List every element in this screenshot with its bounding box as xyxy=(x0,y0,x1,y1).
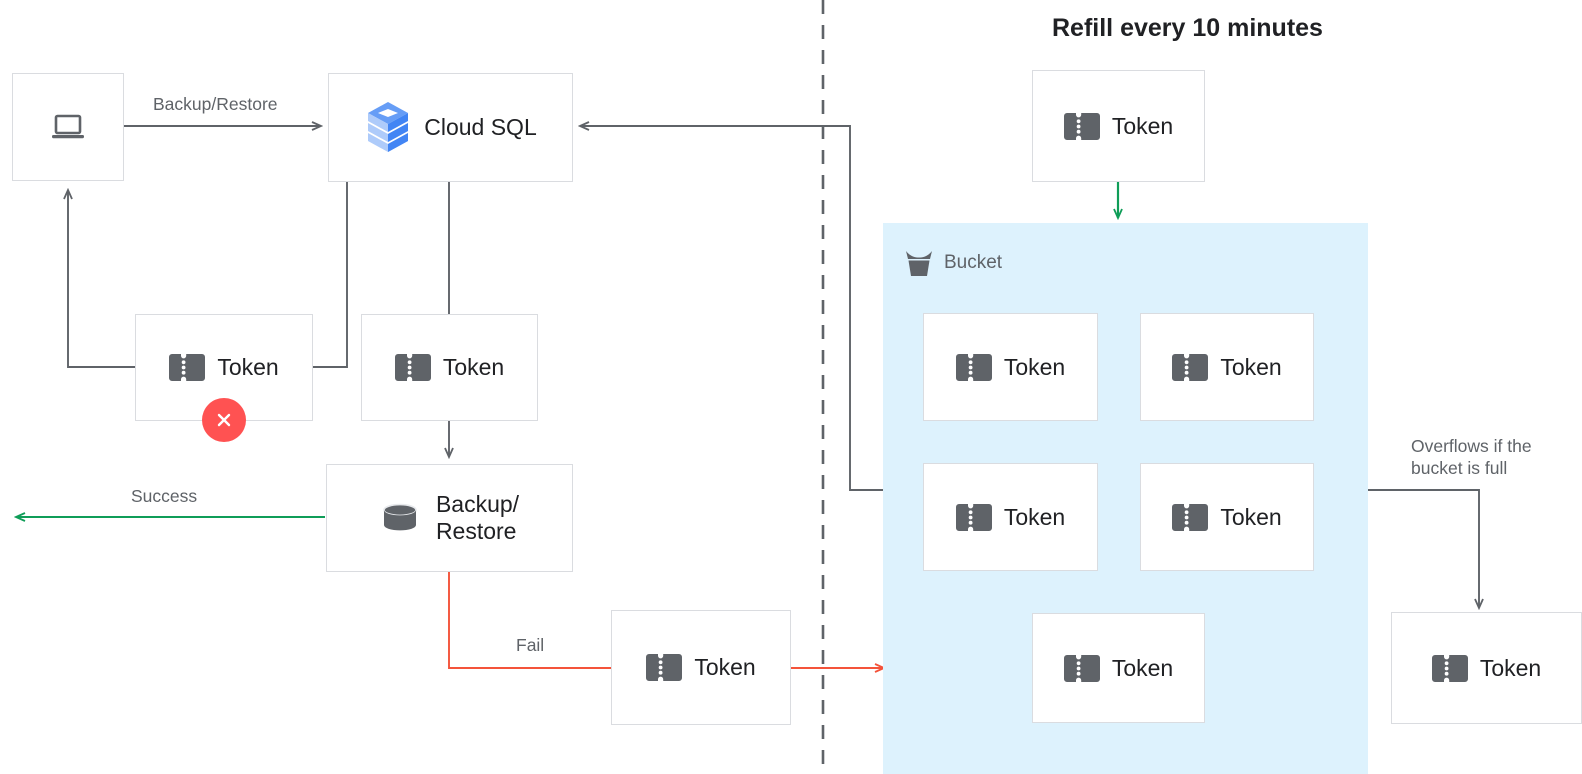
bucket-label: Bucket xyxy=(944,252,1003,273)
token-icon xyxy=(646,654,683,681)
edge-bucket-to-cloudsql xyxy=(580,126,883,491)
cloud-sql-label: Cloud SQL xyxy=(424,113,537,140)
bucket-icon xyxy=(906,251,932,276)
refill-title: Refill every 10 minutes xyxy=(1052,14,1323,42)
token-icon xyxy=(1063,112,1100,140)
node-client[interactable] xyxy=(12,73,124,181)
token-icon xyxy=(1063,654,1100,682)
node-token-fail-return[interactable]: Token xyxy=(611,610,791,725)
node-bucket-token-2[interactable]: Token xyxy=(1140,313,1314,421)
token-label: Token xyxy=(217,354,279,380)
node-cloud-sql[interactable]: Cloud SQL xyxy=(328,73,573,182)
node-bucket-token-4[interactable]: Token xyxy=(1140,463,1314,571)
token-icon xyxy=(1172,353,1209,381)
token-icon xyxy=(955,503,992,531)
token-label: Token xyxy=(1479,654,1542,681)
node-bucket-token-5[interactable]: Token xyxy=(1032,613,1205,723)
edge-label-fail: Fail xyxy=(516,635,545,655)
token-icon xyxy=(1431,654,1468,682)
token-icon xyxy=(169,354,206,381)
token-label: Token xyxy=(694,654,756,680)
node-backup-restore[interactable]: Backup/ Restore xyxy=(326,464,573,572)
token-label: Token xyxy=(1111,654,1174,681)
edge-bucket-overflow-to-token xyxy=(1368,489,1479,608)
token-label: Token xyxy=(1003,353,1066,380)
cloud-sql-icon xyxy=(368,101,409,152)
token-label: Token xyxy=(1003,503,1066,530)
token-icon xyxy=(955,353,992,381)
node-token-overflow[interactable]: Token xyxy=(1391,612,1582,724)
database-icon xyxy=(383,503,417,531)
node-token-refill[interactable]: Token xyxy=(1032,70,1205,182)
bucket-tag: Bucket xyxy=(903,248,1002,278)
token-icon xyxy=(394,354,431,381)
node-token-consumed[interactable]: Token xyxy=(361,314,538,421)
token-label: Token xyxy=(1220,353,1282,380)
token-label: Token xyxy=(442,354,505,380)
token-label: Token xyxy=(1220,503,1282,530)
failed-x-badge xyxy=(202,398,246,442)
laptop-icon xyxy=(52,114,84,139)
edge-backup-fail-to-token xyxy=(448,572,611,669)
token-icon xyxy=(1172,503,1209,531)
edge-cloudsql-to-token-failed xyxy=(313,182,348,368)
close-icon xyxy=(217,413,231,427)
token-label: Token xyxy=(1111,112,1174,139)
edge-label-success: Success xyxy=(131,486,198,506)
node-bucket-token-1[interactable]: Token xyxy=(923,313,1098,421)
edge-token-failed-to-client xyxy=(68,190,135,368)
edge-label-backup-restore: Backup/Restore xyxy=(153,94,278,114)
edge-label-overflow: Overflows if the bucket is full xyxy=(1411,436,1532,479)
backup-restore-label: Backup/ Restore xyxy=(435,490,520,544)
node-bucket-token-3[interactable]: Token xyxy=(923,463,1098,571)
